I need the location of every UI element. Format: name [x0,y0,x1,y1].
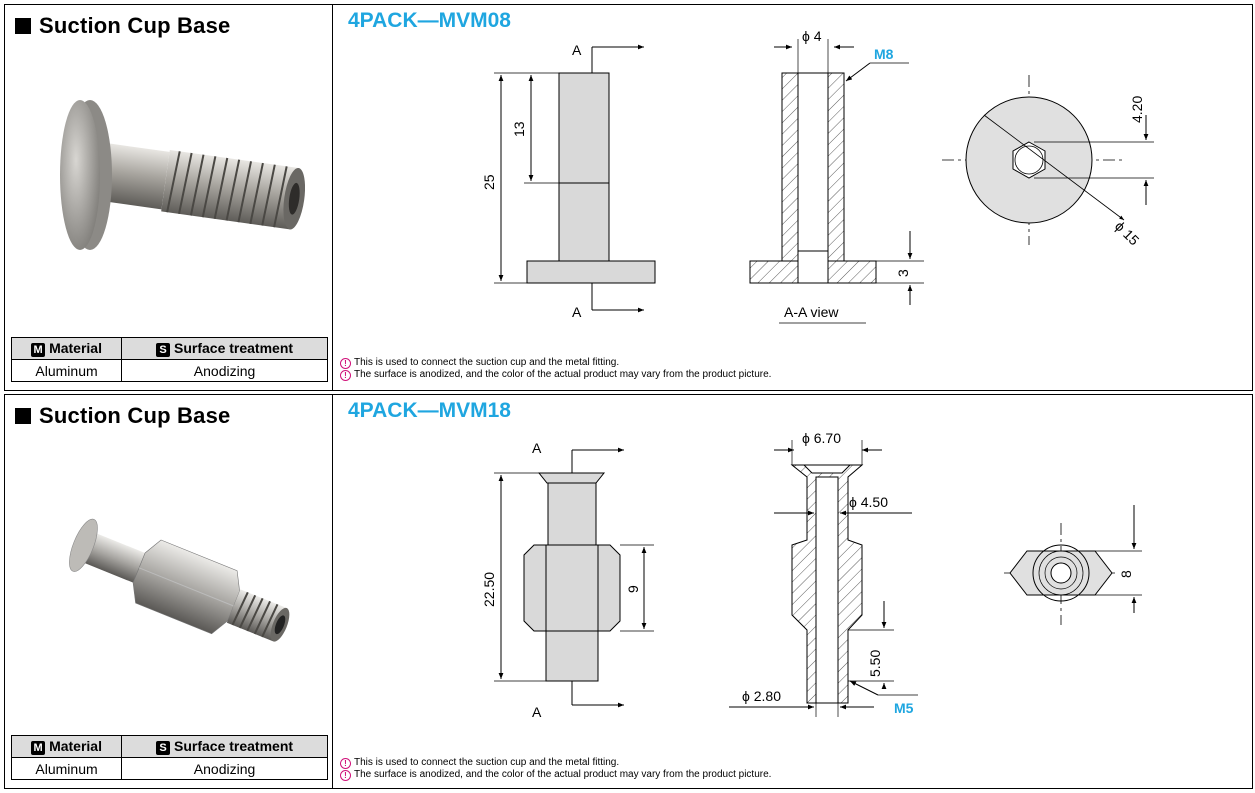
part-number: 4PACK—MVM08 [348,9,511,32]
section-label-top: A [532,440,542,456]
product-photo-mvm08 [60,100,305,250]
dim-upper-length: 13 [511,121,527,137]
product-photo-mvm18 [69,518,290,642]
end-view: 4.20 ϕ 15 [942,75,1154,249]
section-label-top: A [572,42,582,58]
note-item: !The surface is anodized, and the color … [340,769,771,781]
surface-value: Anodizing [121,359,328,382]
product-section-mvm18: Suction Cup Base [4,394,1253,789]
dim-total-length: 25 [481,174,497,190]
material-value: Aluminum [10,359,123,382]
section-label-bottom: A [532,704,542,720]
surface-badge-icon: S [156,343,170,357]
notes: !This is used to connect the suction cup… [340,357,771,381]
surface-badge-icon: S [156,741,170,755]
part-number: 4PACK—MVM18 [348,399,511,422]
section-view [749,72,877,284]
material-value: Aluminum [10,757,123,780]
tip-bulb-icon: ! [340,370,351,381]
drawing-panel: 4PACK—MVM18 A [334,395,1252,788]
dim-head: ϕ 6.70 [802,430,841,446]
thread-callout: M5 [894,700,914,716]
tip-bulb-icon: ! [340,358,351,369]
product-title-text: Suction Cup Base [39,13,231,38]
section-view [790,464,864,704]
drawing-panel: 4PACK—MVM08 A A [334,5,1252,390]
section-label-bottom: A [572,304,582,320]
product-section-mvm08: Suction Cup Base [4,4,1253,391]
tip-bulb-icon: ! [340,770,351,781]
note-item: !This is used to connect the suction cup… [340,357,771,369]
end-view: 8 [1004,505,1142,625]
technical-drawing-mvm18: A A 22.50 9 ϕ 6.70 [481,430,1142,720]
material-badge-icon: M [31,343,46,357]
product-title: Suction Cup Base [15,13,230,39]
side-view [523,472,621,682]
dim-bore: ϕ 4 [802,28,822,44]
tip-bulb-icon: ! [340,758,351,769]
dim-hex: 8 [1118,570,1134,578]
notes: !This is used to connect the suction cup… [340,757,771,781]
dim-thread-length: 5.50 [867,650,883,677]
note-item: !The surface is anodized, and the color … [340,369,771,381]
dim-outer: ϕ 15 [1112,218,1143,249]
square-bullet-icon [15,18,31,34]
square-bullet-icon [15,408,31,424]
note-item: !This is used to connect the suction cup… [340,757,771,769]
dim-total-length: 22.50 [481,572,497,607]
thread-callout: M8 [874,46,894,62]
technical-drawing-mvm08: A A 25 13 [481,28,1154,324]
surface-value: Anodizing [121,757,328,780]
dim-hex-length: 9 [625,585,641,593]
material-badge-icon: M [31,741,46,755]
dim-bottom-bore: ϕ 2.80 [742,688,781,704]
view-label: A-A view [784,304,839,320]
dim-bore: ϕ 4.50 [849,494,888,510]
product-title-text: Suction Cup Base [39,403,231,428]
product-title: Suction Cup Base [15,403,230,429]
dim-flange: 3 [895,269,911,277]
dim-hex: 4.20 [1129,96,1145,123]
side-view [526,72,656,284]
product-info-panel: Suction Cup Base [5,5,333,390]
product-info-panel: Suction Cup Base [5,395,333,788]
